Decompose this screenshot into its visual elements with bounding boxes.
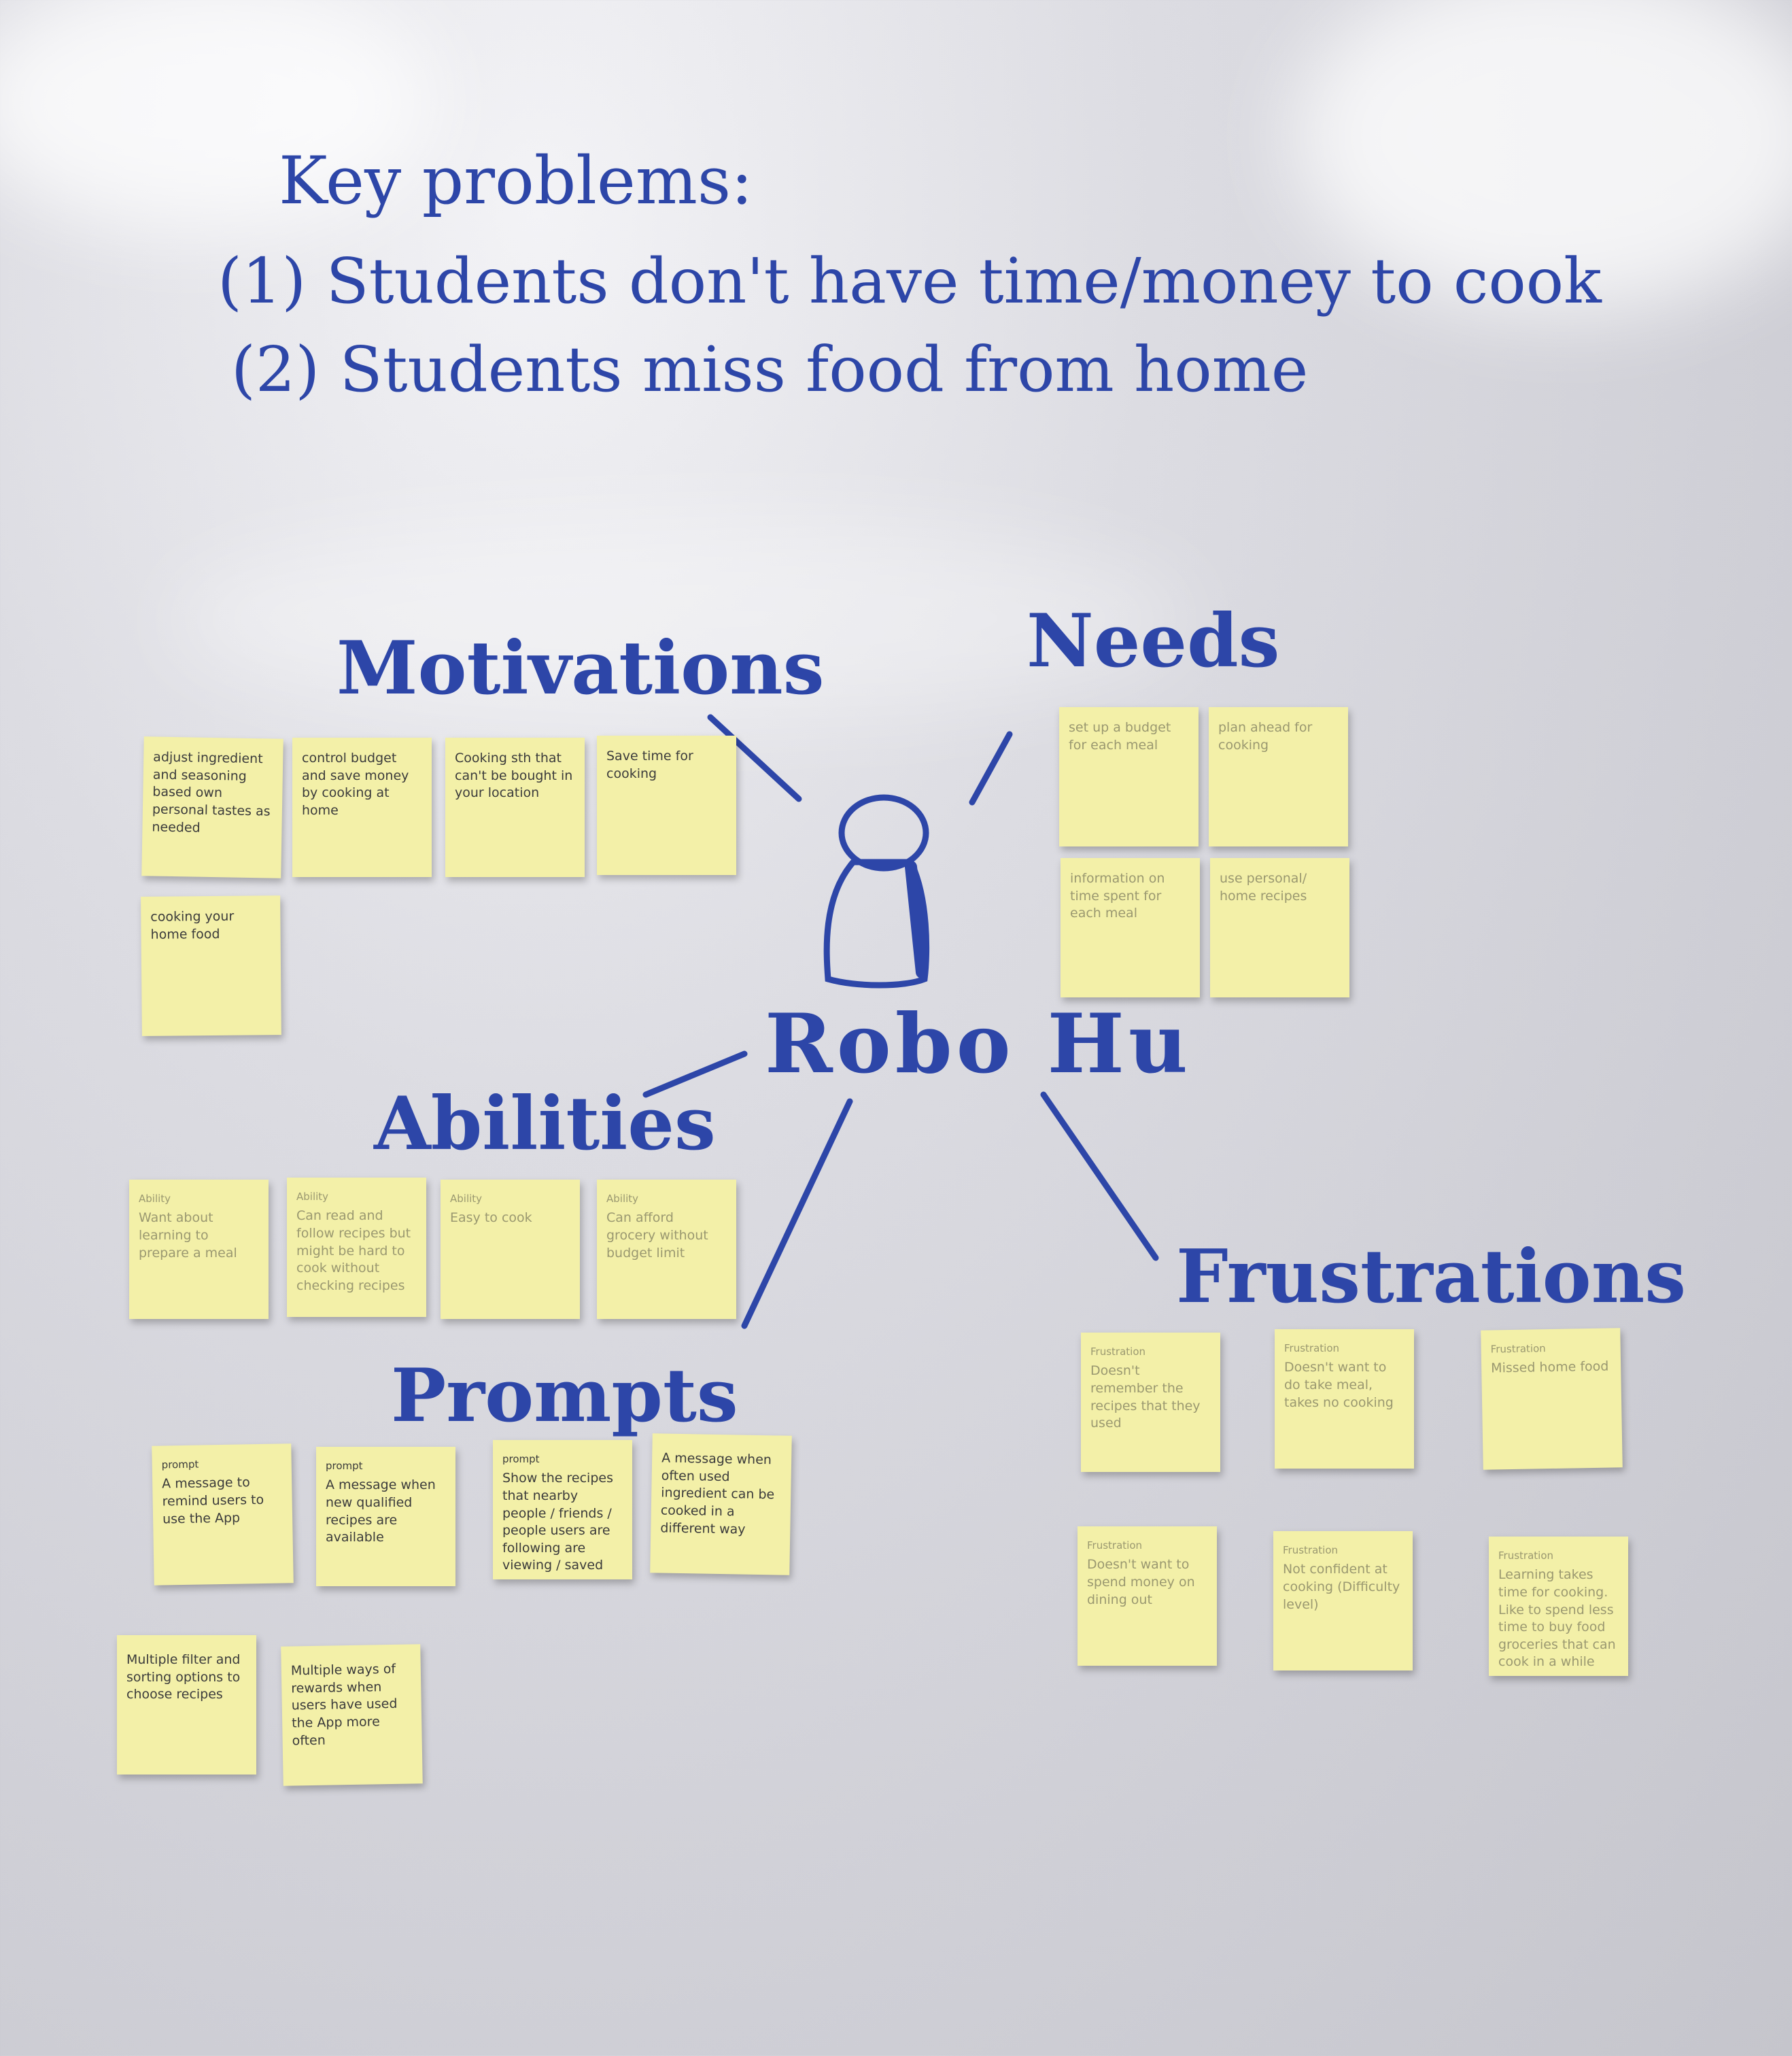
motivation-note: adjust ingredient and seasoning based ow…	[141, 736, 283, 878]
line-to-prompts	[741, 1098, 853, 1329]
need-note: use personal/ home recipes	[1210, 858, 1349, 997]
light-glare-right	[1292, 0, 1792, 313]
prompts-heading: Prompts	[391, 1353, 738, 1439]
motivations-heading: Motivations	[337, 626, 825, 711]
need-note: information on time spent for each meal	[1061, 858, 1200, 997]
need-note: plan ahead for cooking	[1209, 707, 1348, 846]
abilities-heading: Abilities	[374, 1081, 716, 1167]
problem-1: (1) Students don't have time/money to co…	[218, 245, 1602, 318]
prompt-note: A message when often used ingredient can…	[650, 1433, 792, 1575]
motivation-note: control budget and save money by cooking…	[292, 738, 432, 877]
motivation-note: cooking your home food	[141, 895, 281, 1036]
persona-name: Robo Hu	[765, 996, 1192, 1092]
line-to-abilities	[642, 1050, 748, 1098]
motivation-note: Cooking sth that can't be bought in your…	[445, 738, 585, 877]
light-glare-center	[170, 517, 1190, 721]
light-glare-left	[0, 0, 435, 231]
person-outline-icon	[823, 794, 930, 989]
prompt-note: Multiple filter and sorting options to c…	[117, 1635, 256, 1775]
key-problems-title: Key problems:	[279, 143, 753, 219]
need-note: set up a budget for each meal	[1059, 707, 1199, 846]
prompt-note: Multiple ways of rewards when users have…	[281, 1644, 423, 1786]
line-to-motivations	[707, 714, 802, 802]
needs-heading: Needs	[1027, 598, 1280, 684]
line-to-needs	[969, 731, 1013, 806]
motivation-note: Save time for cooking	[597, 736, 736, 875]
problem-2: (2) Students miss food from home	[231, 333, 1309, 406]
frustrations-heading: Frustrations	[1176, 1234, 1687, 1320]
line-to-frustrations	[1040, 1091, 1159, 1261]
